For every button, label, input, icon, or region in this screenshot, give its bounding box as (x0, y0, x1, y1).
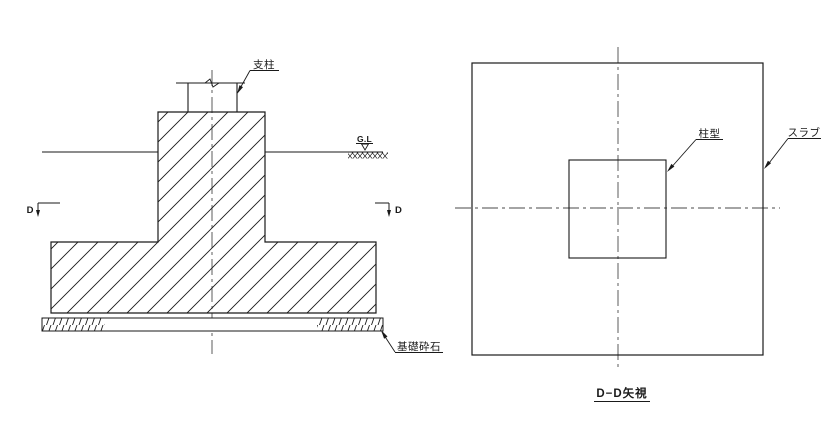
concrete-footing-section (50, 111, 377, 314)
crushed-stone-label-group: 基礎砕石 (381, 330, 443, 353)
post-label-group: 支柱 (237, 58, 279, 94)
ground-level-symbol: G.L (348, 134, 388, 159)
slab-label: スラブ (788, 126, 821, 139)
section-arrow-left (36, 210, 40, 217)
column-leader-line (668, 139, 697, 171)
plan-caption: D−D矢視 (596, 386, 647, 400)
slab-label-group: スラブ (764, 126, 821, 169)
crushed-stone-strip (41, 317, 384, 332)
plan-caption-group: D−D矢視 (594, 386, 650, 402)
column-shape-label: 柱型 (699, 127, 721, 140)
post (176, 78, 245, 112)
section-marker-right: D (375, 202, 402, 217)
ground-level-label: G.L (357, 134, 372, 144)
section-arrow-right (387, 210, 391, 217)
plan-view: 柱型 スラブ D−D矢視 (455, 47, 821, 402)
section-marker-left: D (27, 202, 60, 217)
section-marker-right-label: D (395, 205, 402, 216)
section-marker-left-label: D (27, 205, 34, 216)
section-view: 支柱 G.L D D (27, 58, 443, 354)
column-shape-outline (568, 159, 667, 259)
crushed-stone-leader-line (381, 331, 396, 353)
level-triangle-icon (360, 143, 370, 151)
crushed-stone-leader-arrow (381, 330, 388, 339)
slab-leader-arrow (764, 160, 772, 169)
ground-hatch (348, 152, 388, 159)
slab-outline (471, 62, 764, 356)
column-leader-arrow (667, 163, 675, 172)
crushed-stone-label: 基礎砕石 (397, 340, 441, 353)
column-label-group: 柱型 (667, 127, 723, 172)
break-mark (204, 78, 220, 88)
post-label: 支柱 (253, 58, 275, 71)
post-leader-arrow (237, 85, 243, 94)
